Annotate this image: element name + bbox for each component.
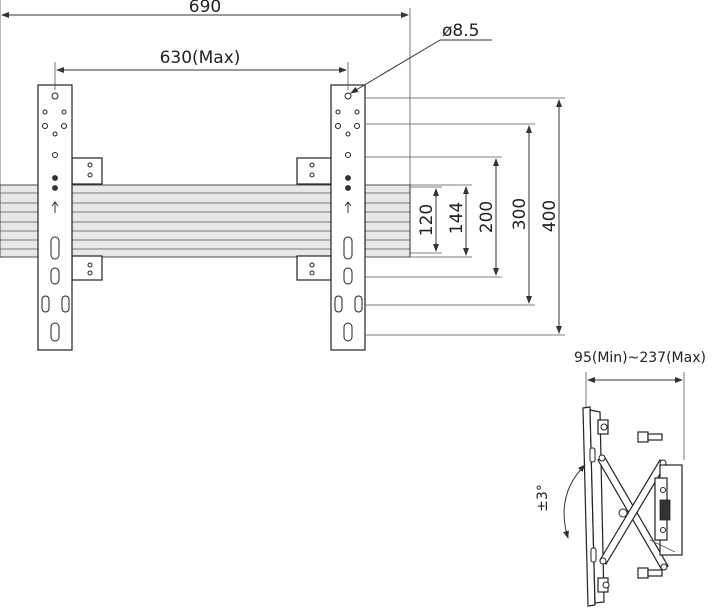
vertical-dimensions: 120 144 200 300 400 [365, 97, 565, 336]
rail-clamp-right [296, 157, 332, 281]
overall-width-label: 690 [189, 0, 221, 17]
hole-diameter-callout: ø8.5 [350, 21, 492, 94]
vertical-plate-left [37, 84, 73, 351]
spacing-300-label: 300 [510, 198, 530, 230]
tilt-indicator: ±3° [535, 464, 586, 539]
max-hole-spacing-label: 630(Max) [160, 48, 241, 68]
dimension-depth: 95(Min)~237(Max) [574, 350, 706, 460]
dimension-max-hole-spacing: 630(Max) [54, 48, 349, 90]
spacing-120-label: 120 [417, 204, 437, 236]
rail-clamp-left [71, 157, 103, 281]
scissor-arms [597, 454, 669, 571]
spacing-400-label: 400 [540, 200, 560, 232]
side-view: 95(Min)~237(Max) [535, 350, 706, 607]
depth-range-label: 95(Min)~237(Max) [574, 350, 706, 366]
dimension-overall-width: 690 [0, 0, 411, 185]
spacing-144-label: 144 [447, 202, 467, 234]
hole-diameter-label: ø8.5 [442, 21, 479, 41]
rail-clamp-side [637, 431, 683, 579]
front-view: 690 630(Max) ø8.5 [0, 0, 565, 351]
vertical-plate-right [330, 84, 366, 351]
spacing-200-label: 200 [477, 201, 497, 233]
tilt-angle-label: ±3° [535, 484, 551, 512]
wall-plate [582, 406, 610, 607]
